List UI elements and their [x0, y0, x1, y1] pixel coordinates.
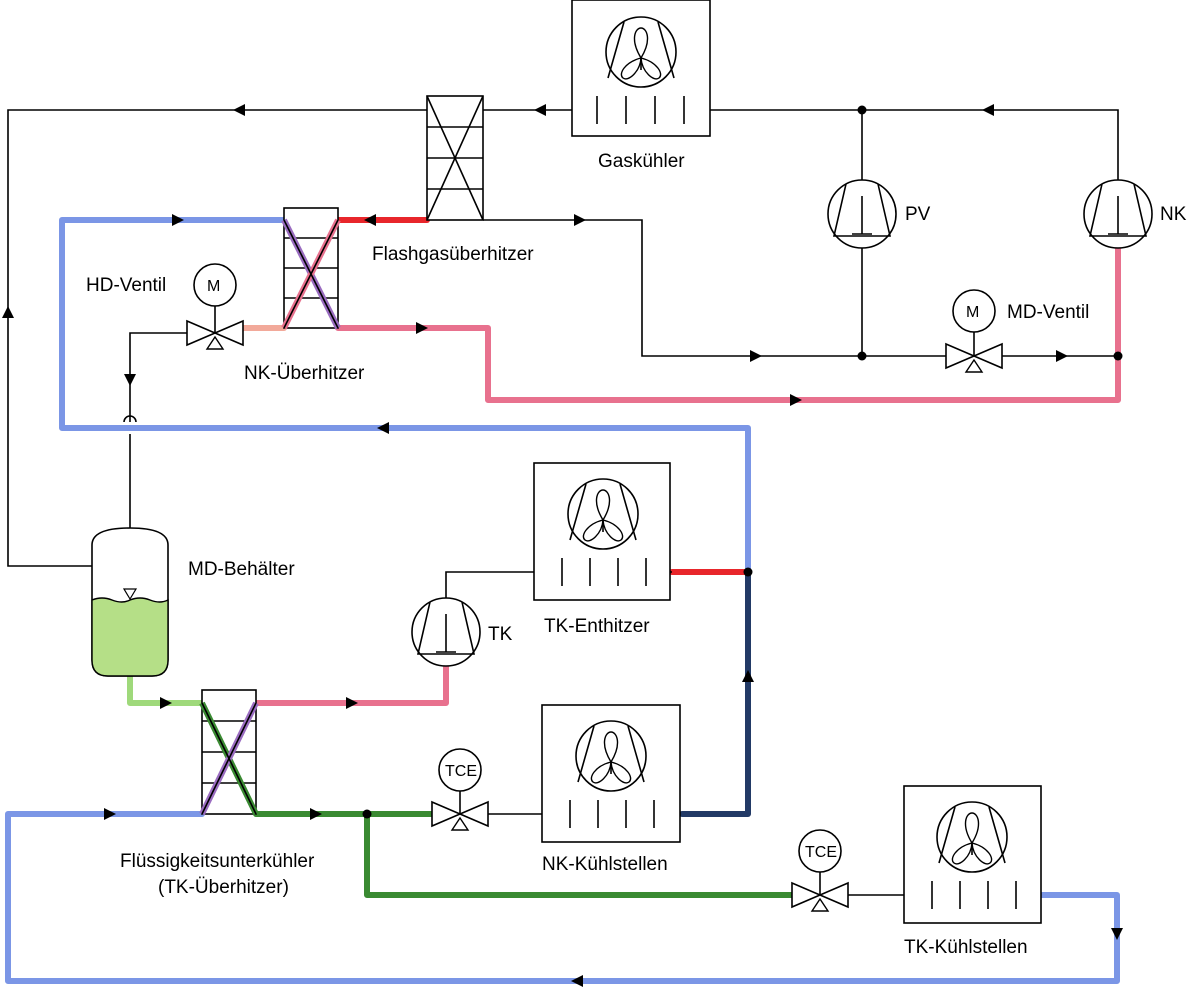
- label-liquid-subcooler: Flüssigkeitsunterkühler: [120, 851, 315, 872]
- hd-valve: [186, 263, 244, 350]
- compressor-tk: [411, 597, 481, 667]
- tk-desuperheater: [533, 462, 671, 601]
- arrow-right: [416, 322, 428, 334]
- label-tk-desuperheater: TK-Enthitzer: [544, 616, 650, 637]
- arrow-right: [172, 214, 184, 226]
- arrow-left: [377, 422, 389, 434]
- label-md-valve-motor: M: [966, 304, 979, 321]
- labels: Gaskühler Flashgasüberhitzer PV NK HD-Ve…: [86, 151, 1187, 958]
- receiver-liquid: [91, 597, 169, 677]
- label-gas-cooler: Gaskühler: [598, 151, 685, 172]
- compressor-pv: [827, 179, 897, 249]
- arrow-left: [364, 214, 376, 226]
- pipe-pink-nk: [335, 245, 1121, 403]
- label-tk: TK: [488, 624, 513, 645]
- nk-cooling-points-unit: [541, 704, 681, 843]
- pipe-blue-upper: [59, 217, 751, 575]
- tce-valve-nk: [431, 748, 489, 831]
- arrow-up: [2, 306, 14, 318]
- pipe-pink-tk: [253, 662, 449, 706]
- label-flashgas-superheater: Flashgasüberhitzer: [372, 244, 534, 265]
- label-nk: NK: [1160, 204, 1187, 225]
- arrow-left: [233, 104, 245, 116]
- label-nk-superheater: NK-Überhitzer: [244, 363, 365, 384]
- arrow-right: [1056, 350, 1068, 362]
- tk-cooling-points-unit: [903, 785, 1042, 924]
- md-valve: [945, 289, 1003, 373]
- compressor-nk: [1083, 179, 1153, 249]
- arrow-right: [346, 697, 358, 709]
- arrow-right: [160, 697, 172, 709]
- liquid-subcooler-exchanger: [199, 689, 259, 816]
- flashgas-superheater-exchanger: [426, 95, 484, 221]
- label-hd-valve: HD-Ventil: [86, 275, 166, 296]
- arrow-right: [104, 808, 116, 820]
- pipe-blue-lower: [5, 811, 1120, 984]
- md-receiver-tank: [91, 527, 169, 677]
- arrow-down: [124, 374, 136, 386]
- arrow-left: [982, 104, 994, 116]
- pipe-lightgreen-liquid: [127, 665, 205, 706]
- pipe-navy-nk: [679, 569, 751, 817]
- pipe-green-tk: [364, 811, 795, 898]
- arrow-right: [574, 214, 586, 226]
- arrow-down: [1111, 928, 1123, 940]
- label-md-receiver: MD-Behälter: [188, 559, 295, 580]
- black-pipes: [7, 109, 1119, 896]
- label-hd-valve-motor: M: [207, 278, 220, 295]
- label-md-valve: MD-Ventil: [1007, 302, 1089, 323]
- gas-cooler: [571, 0, 711, 137]
- arrow-up: [742, 670, 754, 682]
- arrow-left: [571, 975, 583, 987]
- tce-valve-tk: [791, 829, 849, 912]
- label-pv: PV: [905, 204, 931, 225]
- label-nk-cooling-points: NK-Kühlstellen: [542, 854, 668, 875]
- label-tk-cooling-points: TK-Kühlstellen: [904, 937, 1028, 958]
- label-tce-nk: TCE: [445, 763, 477, 780]
- junction-dots: [362, 105, 1123, 819]
- colored-pipes: [5, 217, 1121, 984]
- arrow-right: [310, 808, 322, 820]
- label-tce-tk: TCE: [805, 844, 837, 861]
- flow-arrows: [2, 104, 1123, 987]
- nk-superheater-exchanger: [281, 207, 341, 330]
- arrow-left: [534, 104, 546, 116]
- arrow-right: [790, 394, 802, 406]
- arrow-right: [750, 350, 762, 362]
- label-liquid-subcooler-sub: (TK-Überhitzer): [158, 877, 289, 898]
